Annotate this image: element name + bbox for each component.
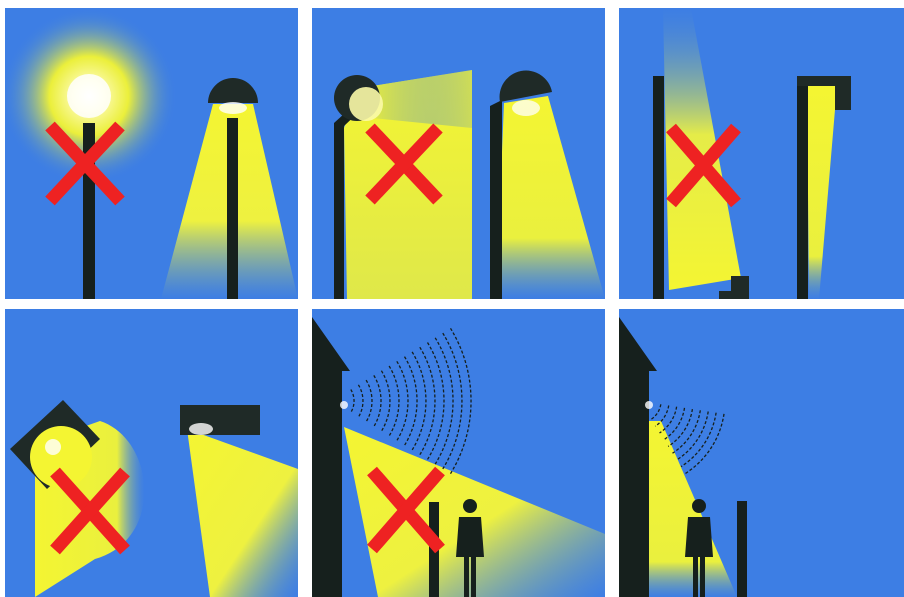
panel-uplight-vs-downlight — [619, 8, 904, 299]
panel-shielded-wall-light — [619, 309, 904, 597]
wall-post — [797, 76, 808, 299]
fence-post — [737, 501, 747, 597]
panel-tilted-vs-flat — [312, 8, 605, 299]
lamp-bulb — [45, 439, 61, 455]
lamp-bulb — [189, 423, 213, 435]
panel-globe-vs-cutoff — [5, 8, 298, 299]
globe-lamp-icon — [67, 74, 111, 118]
wall-light-icon — [340, 401, 348, 409]
street-pole — [490, 100, 502, 299]
shielded-wall-light-icon — [645, 401, 653, 409]
street-pole — [227, 118, 238, 299]
wall-post — [653, 76, 664, 299]
lamp-bulb — [512, 100, 540, 116]
panel-wall-light-glare — [312, 309, 605, 597]
lamp-bulb — [219, 102, 247, 114]
panel-floodlight-angle — [5, 309, 298, 597]
lamp-bulb — [349, 87, 383, 121]
